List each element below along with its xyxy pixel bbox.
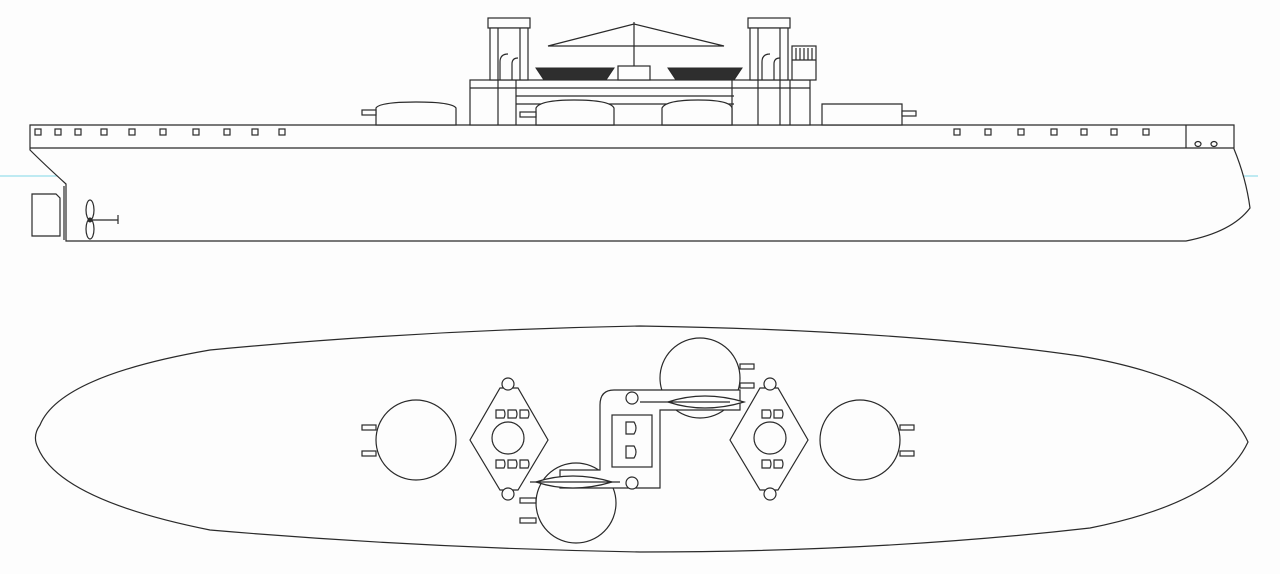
turret-aft-side (361, 101, 457, 126)
turret-fore-plan (819, 399, 915, 481)
superstructure (469, 79, 811, 126)
side-elevation-view (0, 17, 1258, 242)
rudder (31, 193, 61, 237)
boat-fore (667, 67, 743, 81)
ventilators (499, 53, 781, 80)
fore-funnel (747, 17, 791, 81)
mast (547, 22, 725, 81)
aft-funnel (487, 17, 531, 81)
secondary-aft-plan (469, 377, 549, 501)
secondary-fore-plan (729, 377, 809, 501)
deck-plan-view (34, 325, 1249, 553)
funnel-plan-lower (530, 475, 620, 489)
funnel-plan-upper (640, 395, 747, 409)
propeller-icon (85, 199, 119, 240)
boat-aft (535, 67, 615, 81)
hawse-holes (1194, 140, 1218, 148)
portholes-fore (953, 128, 1150, 136)
turret-aft-centre-side (519, 99, 615, 126)
turret-aft-plan (361, 399, 457, 481)
hull-profile (29, 124, 1251, 242)
turret-fore-side (821, 103, 917, 126)
bridge (791, 45, 817, 81)
portholes-aft (34, 128, 286, 136)
turret-fore-centre-side (661, 99, 733, 126)
central-deckhouse (559, 389, 741, 490)
